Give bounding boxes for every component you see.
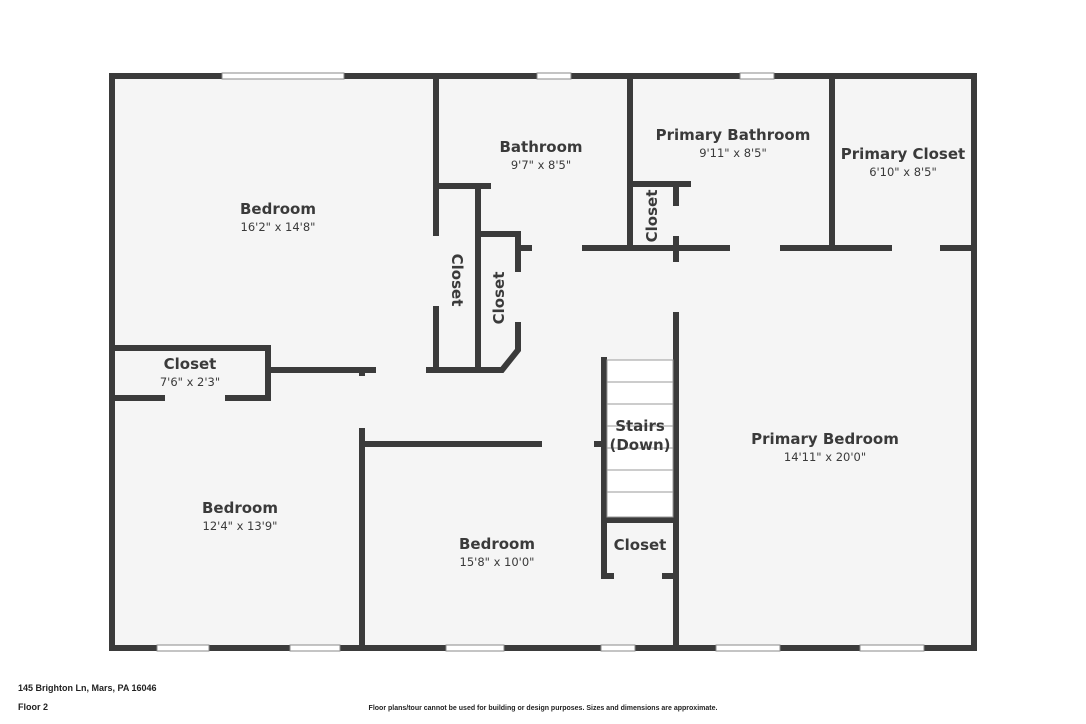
primary-closet-name: Primary Closet	[841, 145, 965, 163]
closet-bath-name: Closet	[643, 190, 661, 243]
closet-small-dims: 7'6" x 2'3"	[160, 375, 220, 389]
stair-treads	[606, 359, 674, 518]
disclaimer-text: Floor plans/tour cannot be used for buil…	[368, 705, 718, 712]
stairs-label-1: Stairs	[615, 417, 665, 435]
closet-hall-2-name: Closet	[490, 272, 508, 325]
primary-closet-dims: 6'10" x 8'5"	[869, 165, 937, 179]
bedroom-c-name: Bedroom	[459, 535, 535, 553]
floor-plan: Bedroom 16'2" x 14'8" Bathroom 9'7" x 8'…	[109, 72, 977, 652]
bedroom-a-dims: 16'2" x 14'8"	[241, 220, 316, 234]
closet-stairs-name: Closet	[614, 536, 667, 554]
primary-bedroom-dims: 14'11" x 20'0"	[784, 450, 866, 464]
bedroom-b-name: Bedroom	[202, 499, 278, 517]
bathroom-dims: 9'7" x 8'5"	[511, 158, 571, 172]
address-label: 145 Brighton Ln, Mars, PA 16046	[18, 683, 157, 693]
windows	[156, 72, 925, 652]
stairs-label-2: (Down)	[609, 436, 670, 454]
bedroom-a-name: Bedroom	[240, 200, 316, 218]
primary-bedroom-name: Primary Bedroom	[751, 430, 899, 448]
floor-label: Floor 2	[18, 702, 49, 712]
bedroom-b-dims: 12'4" x 13'9"	[203, 519, 278, 533]
primary-bathroom-name: Primary Bathroom	[656, 126, 811, 144]
primary-bathroom-dims: 9'11" x 8'5"	[699, 146, 767, 160]
door-openings	[165, 206, 940, 579]
closet-small-name: Closet	[164, 355, 217, 373]
bedroom-c-dims: 15'8" x 10'0"	[460, 555, 535, 569]
bathroom-name: Bathroom	[499, 138, 582, 156]
closet-hall-1-name: Closet	[448, 254, 466, 307]
